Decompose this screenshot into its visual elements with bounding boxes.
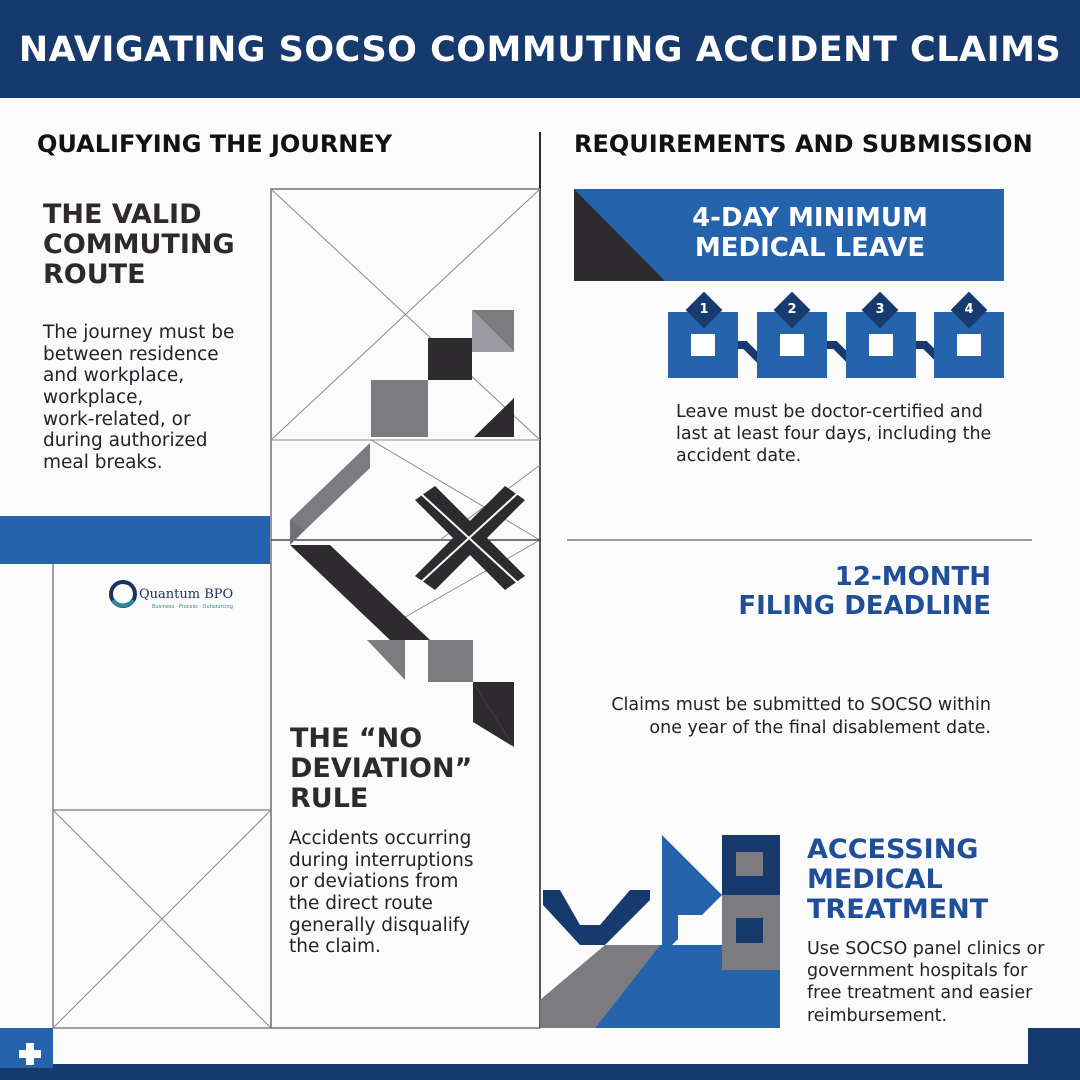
- section-heading-qualifying: QUALIFYING THE JOURNEY: [37, 130, 393, 158]
- no-deviation-text-line: or deviations from: [289, 871, 459, 893]
- deadline-text-line: one year of the final disablement date.: [649, 717, 991, 738]
- step-box-window: [957, 334, 981, 356]
- deadline-description: Claims must be submitted to SOCSO within…: [611, 694, 991, 740]
- treatment-text-line: Use SOCSO panel clinics or: [807, 939, 1045, 959]
- deadline-title-line: 12-MONTH: [834, 562, 991, 592]
- treatment-title-line: MEDICAL: [807, 864, 943, 896]
- no-deviation-title-line: RULE: [290, 783, 369, 815]
- treatment-description: Use SOCSO panel clinics or government ho…: [807, 938, 1044, 1027]
- quantum-logo-icon: [109, 580, 137, 608]
- treatment-title: ACCESSING MEDICAL TREATMENT: [807, 834, 989, 926]
- plus-icon: [19, 1043, 41, 1065]
- leave-banner-line: MEDICAL LEAVE: [694, 232, 926, 263]
- valid-route-title: THE VALID COMMUTING ROUTE: [43, 199, 235, 291]
- page-title: NAVIGATING SOCSO COMMUTING ACCIDENT CLAI…: [18, 30, 1062, 70]
- valid-route-text-line: between residence: [43, 343, 219, 365]
- treatment-title-line: TREATMENT: [807, 894, 989, 926]
- leave-text-line: accident date.: [676, 446, 802, 467]
- treatment-text-line: government hospitals for: [807, 961, 1028, 982]
- logo-name: Quantum BPO: [139, 587, 234, 602]
- valid-route-description: The journey must be between residence an…: [43, 322, 263, 473]
- step-box-window: [869, 334, 893, 356]
- step-number: 2: [787, 302, 797, 317]
- logo-tagline: Business · Process · Outsourcing: [152, 604, 233, 610]
- valid-route-text-line: work-related, or: [43, 408, 191, 430]
- leave-text-line: last at least four days, including the: [676, 424, 992, 445]
- step-number: 1: [699, 302, 709, 317]
- leave-banner-line: 4-DAY MINIMUM: [692, 203, 928, 233]
- valid-route-text-line: The journey must be: [43, 322, 235, 343]
- valid-route-text-line: during authorized: [43, 430, 208, 452]
- no-deviation-title-line: THE “NO: [290, 723, 423, 754]
- valid-route-title-line: COMMUTING: [43, 229, 235, 261]
- no-deviation-text-line: Accidents occurring: [289, 828, 472, 849]
- valid-route-text-line: and workplace,: [43, 365, 185, 387]
- valid-route-title-line: THE VALID: [43, 199, 202, 230]
- leave-description: Leave must be doctor-certified and last …: [676, 401, 991, 467]
- treatment-text-line: free treatment and easier: [807, 983, 1033, 1004]
- treatment-text-line: reimbursement.: [807, 1005, 948, 1026]
- no-deviation-description: Accidents occurring during interruptions…: [289, 828, 529, 958]
- no-deviation-title: THE “NO DEVIATION” RULE: [290, 723, 473, 815]
- step-box-window: [691, 334, 715, 356]
- section-heading-requirements: REQUIREMENTS AND SUBMISSION: [574, 130, 1033, 158]
- no-deviation-text-line: the claim.: [289, 936, 381, 958]
- deadline-title-line: FILING DEADLINE: [738, 591, 991, 622]
- leave-banner: 4-DAY MINIMUM MEDICAL LEAVE: [660, 203, 960, 264]
- deadline-title: 12-MONTH FILING DEADLINE: [738, 562, 991, 622]
- step-number: 3: [875, 302, 885, 317]
- no-deviation-text-line: generally disqualify: [289, 914, 471, 936]
- no-deviation-text-line: during interruptions: [289, 849, 474, 871]
- step-number: 4: [964, 302, 974, 317]
- x-mark-icon: [415, 486, 525, 590]
- deadline-text-line: Claims must be submitted to SOCSO within: [611, 695, 991, 715]
- valid-route-text-line: workplace,: [43, 386, 144, 408]
- valid-route-title-line: ROUTE: [43, 259, 146, 291]
- leave-text-line: Leave must be doctor-certified and: [676, 402, 983, 422]
- treatment-title-line: ACCESSING: [807, 834, 979, 865]
- no-deviation-text-line: the direct route: [289, 892, 433, 914]
- step-box-window: [780, 334, 804, 356]
- no-deviation-title-line: DEVIATION”: [290, 753, 473, 785]
- valid-route-text-line: meal breaks.: [43, 451, 163, 473]
- header-bar: [0, 0, 1080, 98]
